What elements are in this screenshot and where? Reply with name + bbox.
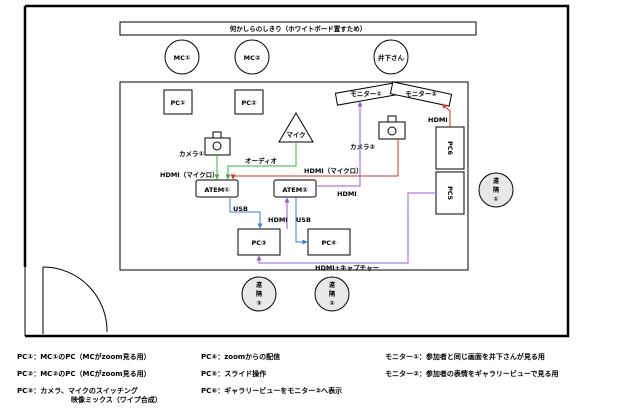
pc5-label: PC5 — [446, 186, 454, 201]
legend-monitor2: モニター②：参加者の表情をギャラリービューで見る用 — [385, 370, 559, 378]
usb1-label: USB — [233, 205, 248, 213]
atem2-label: ATEM② — [282, 186, 308, 194]
hdmi-atem2-label: HDMI — [337, 190, 357, 198]
atem1-box — [195, 179, 239, 198]
partition — [119, 21, 477, 36]
pc1-label: PC① — [170, 99, 186, 107]
remote2-circle — [314, 276, 350, 312]
legend-pc4: PC④：zoomからの配信 — [201, 353, 281, 361]
legend-pc3-line1: PC③：カメラ、マイクのスイッチング — [17, 387, 138, 395]
remote2-char1: 遠 — [329, 281, 335, 289]
audio-label: オーディオ — [245, 156, 277, 165]
room-wall — [23, 4, 570, 338]
legend-pc6: PC⑥：ギャラリービューをモニター②へ表示 — [201, 387, 343, 395]
camera2-lens-circle — [387, 126, 397, 136]
camera1-lens — [212, 131, 222, 139]
remote3-char3: ③ — [256, 300, 261, 307]
door-swing-arc — [42, 266, 108, 333]
legend-pc1: PC①：MC①のPC（MCがzoom見る用） — [17, 353, 151, 361]
remote2-char3: ② — [329, 300, 334, 307]
camera1-label: カメラ① — [179, 150, 205, 158]
pc2-box — [234, 89, 264, 115]
mic-label: マイク — [286, 130, 305, 139]
remote3-circle — [241, 276, 277, 312]
legend-monitor1: モニター①：参加者と同じ画面を井下さんが見る用 — [385, 353, 545, 361]
legend-pc5: PC⑤：スライド操作 — [201, 370, 267, 378]
pc2-label: PC② — [241, 99, 257, 107]
partition-label: 何かしらのしきり（ホワイトボード置すため） — [230, 24, 367, 33]
camera2-lens — [387, 115, 397, 123]
capture-line — [256, 192, 436, 264]
monitor2-label: モニター② — [405, 89, 437, 98]
remote1-char2: 隔 — [493, 186, 499, 194]
monitor2 — [389, 81, 453, 107]
mc2-label: MC② — [244, 54, 261, 62]
hdmi-pc3-label: HDMI — [268, 216, 288, 224]
pc6-hdmi-line — [441, 103, 451, 127]
camera1-lens-circle — [212, 141, 222, 151]
pc6-label: PC6 — [446, 141, 454, 156]
camera2-hdmi-red-line — [230, 139, 399, 180]
pc3-box — [237, 228, 281, 256]
remote1-circle — [478, 172, 514, 208]
audio-line — [225, 142, 297, 180]
inoshita-seat — [373, 39, 409, 75]
pc4-label: PC④ — [321, 239, 337, 247]
monitor1-label: モニター① — [350, 89, 382, 98]
hdmi-micro-right-label: HDMI（マイクロ） — [304, 166, 363, 175]
hdmi-pc6-label: HDMI — [428, 116, 448, 124]
remote2-char2: 隔 — [329, 290, 335, 298]
remote1-char1: 遠 — [493, 177, 499, 185]
mc2-seat — [234, 39, 270, 75]
usb2-label: USB — [296, 216, 311, 224]
camera2-label: カメラ② — [350, 143, 376, 151]
mc1-label: MC① — [174, 54, 191, 62]
inoshita-label: 井下さん — [378, 53, 405, 62]
usb1-line — [229, 197, 263, 229]
mc1-seat — [164, 39, 200, 75]
legend-pc2: PC②：MC②のPC（MCがzoom見る用） — [17, 370, 151, 378]
atem2-monitor1-line — [316, 101, 363, 187]
pc6-box — [435, 126, 465, 170]
atem2-box — [273, 179, 317, 198]
atem1-label: ATEM① — [204, 186, 230, 194]
usb2-line — [295, 197, 308, 245]
pc1-box — [163, 89, 193, 115]
hdmi-micro-left-label: HDMI（マイクロ） — [160, 170, 219, 179]
remote3-char2: 隔 — [256, 290, 262, 298]
remote1-char3: ① — [493, 196, 498, 203]
pc3-label: PC③ — [251, 239, 267, 247]
pc4-box — [307, 228, 351, 256]
legend-pc3-line2: 映像ミックス（ワイプ合成） — [71, 396, 162, 404]
capture-label: HDMI+キャプチャー — [315, 263, 379, 272]
remote3-char1: 遠 — [256, 281, 262, 289]
